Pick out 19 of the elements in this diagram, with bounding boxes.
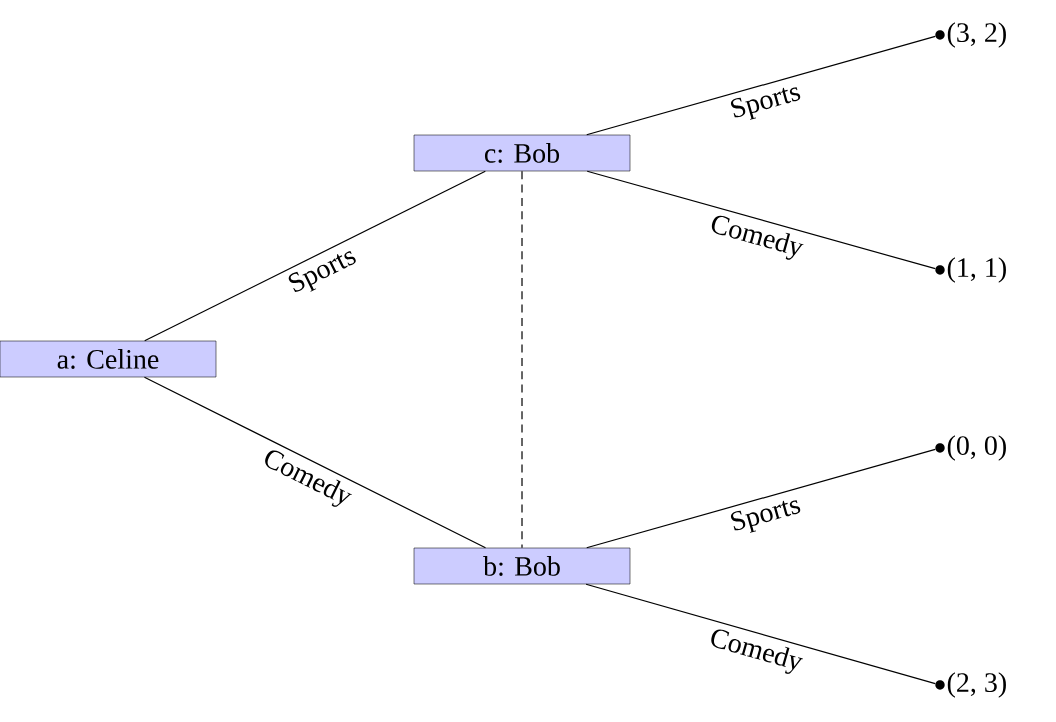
branch-line [586,35,936,136]
edge-label: Sports [726,79,806,126]
player-box: c: Bob [413,134,631,172]
edge-label: Comedy [705,210,808,265]
edge-label: Comedy [704,624,807,679]
dashed-line [521,170,523,549]
branch-line [144,170,486,342]
player-box: b: Bob [413,547,631,585]
payoff-label: (0, 0) [947,435,1006,461]
payoff-label: (1, 1) [947,257,1006,283]
branch-line [585,583,936,685]
payoff-label: (2, 3) [947,672,1006,698]
edge-label: Sports [283,243,363,301]
branch-line [586,170,936,270]
player-box: a: Celine [0,340,217,378]
branch-line [586,448,936,549]
payoff-label: (3, 2) [947,22,1006,48]
branch-line [143,376,487,549]
edge-label: Sports [726,492,806,539]
